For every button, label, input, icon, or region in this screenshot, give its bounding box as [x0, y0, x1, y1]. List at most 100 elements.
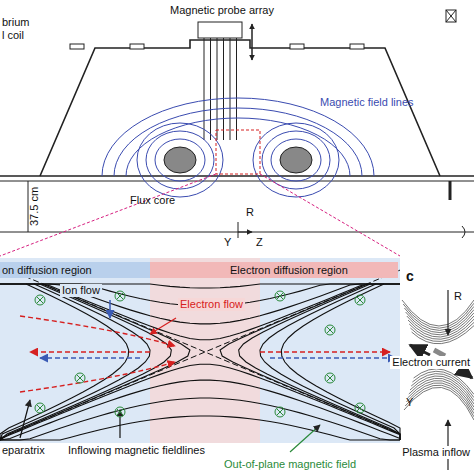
- stroke: [0, 266, 400, 434]
- part-name: l coil: [0, 29, 26, 42]
- out-of-plane-field-symbol: [115, 291, 125, 301]
- part-name: eparatrix: [0, 444, 47, 457]
- stroke: [239, 284, 400, 440]
- stroke: [119, 410, 120, 438]
- stroke: [270, 357, 396, 359]
- panel-label: c: [404, 270, 416, 283]
- out-of-plane-field-symbol: [277, 409, 283, 415]
- out-of-plane-field-symbol: [325, 373, 335, 383]
- out-of-plane-field-symbol: [117, 409, 123, 415]
- out-of-plane-field-symbol: [357, 297, 363, 303]
- part-name: Magnetic probe array: [168, 4, 276, 17]
- out-of-plane-field-symbol: [37, 405, 43, 411]
- ion-region: [0, 258, 400, 443]
- stroke: [210, 38, 211, 140]
- stroke: [411, 374, 474, 401]
- out-of-plane-field-symbol: [355, 295, 365, 305]
- stroke: [146, 131, 214, 189]
- part-name: Inflowing magnetic fieldlines: [66, 444, 207, 457]
- stroke: [155, 139, 205, 181]
- dimension: 37.5 cm: [28, 184, 41, 227]
- stroke: [109, 300, 111, 318]
- stroke: [260, 284, 400, 440]
- out-of-plane-field-symbol: [277, 293, 283, 299]
- out-of-plane-field-symbol: [325, 325, 335, 335]
- part-name: brium: [0, 16, 32, 29]
- stroke: [0, 284, 129, 440]
- region-band: on diffusion region: [0, 262, 150, 278]
- stroke: [412, 371, 474, 397]
- flow-label: Electron flow: [178, 298, 245, 311]
- part-name: Magnetic field lines: [318, 96, 416, 109]
- zoom-leader: [0, 174, 400, 256]
- panel-c-arrows: [410, 290, 472, 470]
- stroke: [414, 369, 474, 395]
- out-of-plane-field-symbol: [37, 297, 43, 303]
- stroke: [20, 316, 175, 346]
- reconnection-field-lines: [0, 266, 400, 452]
- out-of-plane-field-symbol: [327, 375, 333, 381]
- out-of-plane-field-symbol: [35, 295, 45, 305]
- stroke: [262, 131, 330, 189]
- zoom-box: [216, 130, 260, 174]
- stroke: [20, 400, 30, 438]
- stroke: [0, 416, 400, 440]
- stroke: [290, 425, 320, 452]
- stroke: [230, 38, 231, 140]
- callout: Plasma inflow: [400, 446, 472, 459]
- stroke: [409, 319, 474, 339]
- stroke: [20, 362, 175, 392]
- stroke: [0, 284, 400, 324]
- callout: Electron current: [390, 356, 472, 369]
- flux-core: [280, 147, 312, 173]
- stroke: [0, 284, 171, 440]
- axis-label: Y: [222, 236, 233, 249]
- out-of-plane-field-symbol: [275, 407, 285, 417]
- axis-label: Y: [404, 396, 415, 409]
- stroke: [271, 139, 321, 181]
- out-of-plane-field-symbol: [35, 403, 45, 413]
- flow-label: Ion flow: [60, 284, 102, 297]
- stroke: [102, 98, 374, 176]
- axes: [238, 222, 252, 238]
- region-band: Electron diffusion region: [150, 262, 398, 278]
- out-of-plane-field-symbol: [75, 373, 85, 383]
- magnetic-field-lines: [102, 98, 374, 197]
- out-of-plane-field-symbol: [275, 291, 285, 301]
- stroke: [217, 38, 218, 140]
- out-of-plane-field-symbol: [327, 327, 333, 333]
- stroke: [412, 326, 474, 344]
- stroke: [0, 270, 400, 438]
- region-label: Electron diffusion region: [230, 264, 348, 276]
- stroke: [281, 284, 400, 440]
- axis-label: Z: [254, 236, 265, 249]
- part-name: Out-of-plane magnetic field: [222, 458, 358, 471]
- part-name: Flux core: [128, 194, 177, 207]
- stroke: [236, 38, 237, 140]
- stroke: [253, 123, 339, 197]
- out-of-plane-field-symbol: [115, 407, 125, 417]
- stroke: [223, 38, 224, 140]
- stroke: [126, 118, 350, 176]
- stroke: [0, 284, 190, 440]
- probe-array: [198, 22, 252, 140]
- stroke: [150, 318, 176, 334]
- region-label: on diffusion region: [2, 264, 92, 276]
- vacuum-vessel: [0, 10, 474, 238]
- stroke: [0, 284, 150, 440]
- axis-label: R: [244, 206, 256, 219]
- flux-core: [164, 147, 196, 173]
- stroke: [40, 357, 140, 359]
- out-of-plane-field-symbol: [77, 375, 83, 381]
- stroke: [0, 364, 400, 439]
- stroke: [0, 284, 400, 340]
- stroke: [204, 38, 205, 140]
- stroke: [30, 351, 150, 353]
- out-of-plane-field-symbol: [355, 403, 365, 413]
- out-of-plane-field-symbol: [117, 293, 123, 299]
- stroke: [0, 380, 400, 440]
- stroke: [410, 376, 474, 404]
- axis-label: R: [452, 290, 464, 303]
